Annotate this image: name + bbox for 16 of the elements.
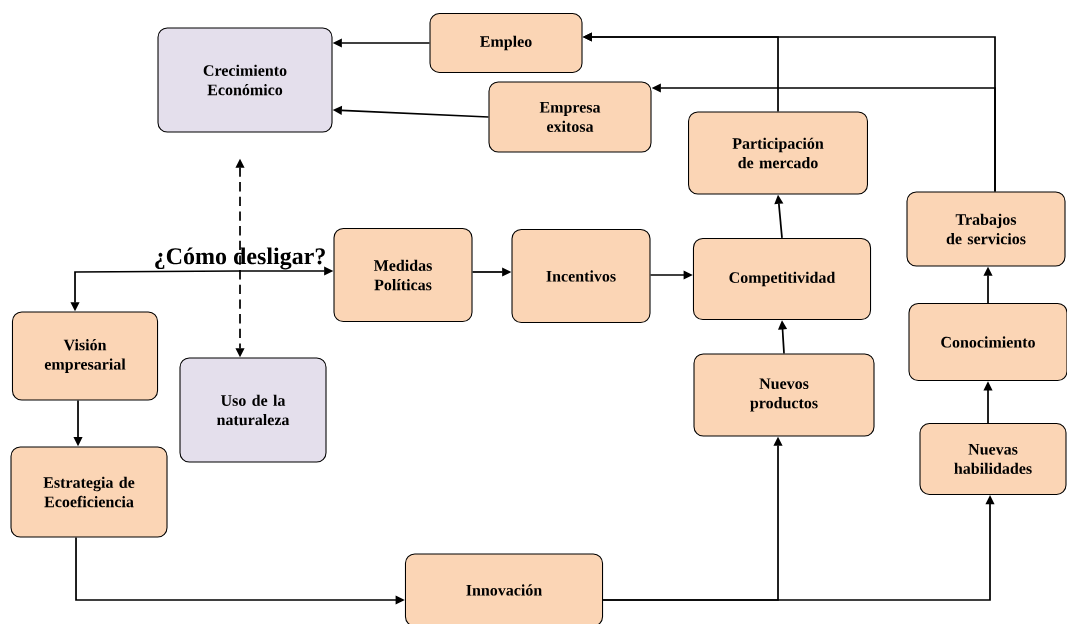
outcome-box: Crecimiento Económico — [157, 27, 333, 133]
process-box: Empleo — [429, 13, 583, 73]
process-box: Nuevas habilidades — [919, 423, 1067, 495]
question-text: ¿Cómo desligar? — [155, 247, 325, 270]
process-box: Estrategia de Ecoeficiencia — [10, 446, 168, 538]
process-box: Nuevos productos — [693, 353, 875, 437]
process-box: Competitividad — [692, 237, 872, 321]
process-box: Empresa exitosa — [488, 81, 652, 153]
process-box: Incentivos — [511, 228, 651, 324]
process-box: Conocimiento — [908, 302, 1067, 382]
process-box: Trabajos de servicios — [906, 191, 1066, 267]
process-box: Innovación — [404, 553, 604, 624]
process-box: Participación de mercado — [688, 111, 868, 195]
process-box: Visión empresarial — [11, 311, 159, 401]
outcome-box: Uso de la naturaleza — [179, 357, 327, 463]
process-box: Medidas Políticas — [333, 227, 473, 323]
